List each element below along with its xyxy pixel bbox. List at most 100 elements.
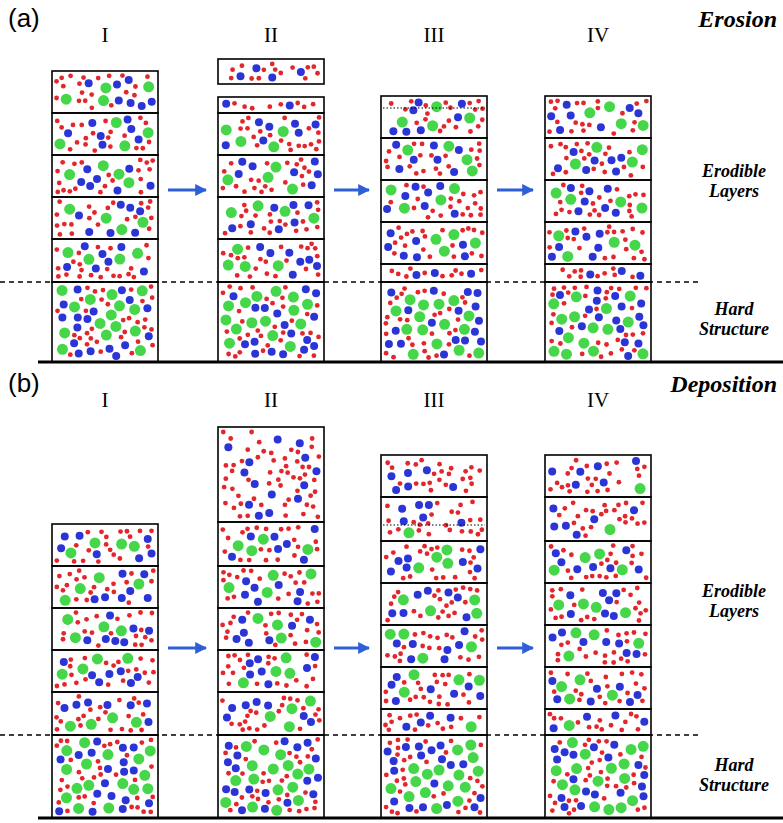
grain [622,546,630,554]
grain [563,332,574,343]
grain [63,263,71,271]
grain [271,458,276,463]
grain [251,135,256,140]
grain [224,635,229,640]
grain [233,635,241,643]
grain [407,164,412,169]
grain [573,120,578,125]
grain [276,477,281,482]
grain [603,804,614,815]
grain [85,294,96,305]
grain [430,141,438,149]
grain [288,148,293,153]
grain [58,719,63,724]
grain [553,599,564,610]
grain [305,256,313,264]
grain [612,230,617,235]
grain [268,133,273,138]
grain [477,654,482,659]
grain [552,549,560,557]
grain [283,540,291,548]
step-arrow [168,647,206,650]
grain [77,568,82,573]
grain [637,473,642,478]
grain [644,575,649,580]
grain [247,220,255,228]
grain [549,565,560,576]
grain [612,316,620,324]
grain [465,683,473,691]
grain [229,721,234,726]
layer [218,282,324,362]
grain [109,103,114,108]
grain [135,345,146,356]
grain [317,115,322,120]
grain [571,291,582,302]
layer [218,735,324,818]
grain [555,119,560,124]
grain [417,719,425,727]
grain [431,269,439,277]
grain [430,567,435,572]
grain [467,101,472,106]
grain [408,763,419,774]
grain [590,509,595,514]
layer-box [52,735,158,818]
panel [0,427,783,818]
grain [224,582,235,593]
grain [612,650,617,655]
grain [234,745,239,750]
grain [637,348,648,359]
grain [283,456,288,461]
layer-box [218,113,324,155]
grain [461,337,469,345]
grain [562,285,567,290]
grain [576,468,584,476]
grain [395,557,403,565]
grain [300,331,305,336]
grain [246,245,251,250]
grain [412,141,417,146]
grain [144,718,152,726]
grain [296,143,301,148]
grain [627,150,632,155]
grain [55,727,60,732]
grain [262,587,273,598]
grain [460,529,465,534]
grain [391,550,396,555]
grain [248,774,259,785]
grain [126,272,131,277]
grain [82,656,87,661]
grain [83,165,91,173]
grain [279,469,284,474]
grain [437,694,442,699]
grain [459,271,464,276]
grain [580,552,591,563]
grain [75,350,83,358]
grain [468,213,473,218]
dotted-line [383,524,485,525]
grain [231,324,242,335]
grain [569,129,574,134]
grain [575,674,586,685]
grain [550,724,558,732]
grain [412,206,417,211]
grain [116,224,127,235]
grain [57,574,62,579]
grain [304,739,312,747]
grain [283,222,288,227]
grain [599,512,604,517]
grain [616,480,621,485]
grain [256,797,261,802]
grain [116,539,127,550]
grain [285,341,296,352]
grain [620,111,625,116]
grain [603,296,608,301]
grain [626,104,634,112]
layer-box [52,608,158,650]
grain [423,466,431,474]
grain [405,318,410,323]
grain [77,178,85,186]
grain [462,613,470,621]
grain [641,193,646,198]
